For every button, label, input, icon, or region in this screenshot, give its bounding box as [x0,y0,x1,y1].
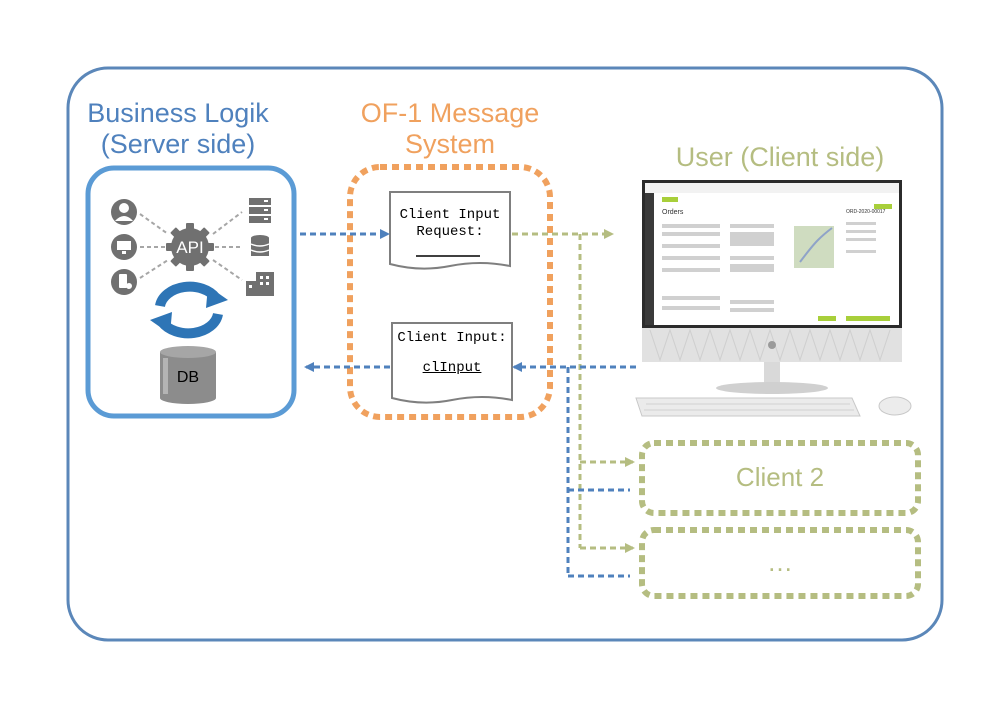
request-document-text: Client Input Request: [390,207,510,241]
message-system-title: OF-1 Message System [330,98,570,160]
client-more-box [639,527,921,599]
screen-page-title: Orders [662,209,684,216]
input-line1: Client Input: [397,330,507,346]
db-cylinder-icon: DB [160,346,216,404]
client-2-box [639,440,921,516]
screen-order-id: ORD-2020-00017 [846,209,886,215]
input-document [391,322,513,404]
mobile-icon [111,269,137,295]
request-line1: Client Input [399,207,501,223]
server-title: Business Logik (Server side) [60,98,296,160]
input-document-text: Client Input: clInput [392,330,512,376]
building-icon [246,272,274,296]
monitor-icon [111,234,137,260]
user-icon [111,199,137,225]
message-system-box [347,164,553,420]
server-title-line2: (Server side) [100,129,256,160]
client-side-title: User (Client side) [675,142,885,172]
sync-icon [150,281,228,339]
clients-to-input-lines [512,362,636,578]
api-connector-lines [139,211,243,281]
database-icon [250,235,270,256]
message-system-title-line1: OF-1 Message [360,98,540,128]
client-2-label: Client 2 [735,462,825,492]
request-to-clients-lines [512,229,635,553]
server-rack-icon [249,198,271,223]
computer-illustration [635,180,912,417]
client-more-label: … [767,547,793,577]
request-document [389,191,511,270]
api-label: API [176,238,203,257]
input-value: clInput [422,360,482,377]
server-title-line1: Business Logik [87,98,269,128]
request-line2: Request: [416,224,484,240]
message-system-title-line2: System [404,129,496,160]
server-box [85,165,297,419]
db-label: DB [177,369,199,386]
api-gear-icon: API [166,223,214,271]
outer-frame [66,66,944,642]
